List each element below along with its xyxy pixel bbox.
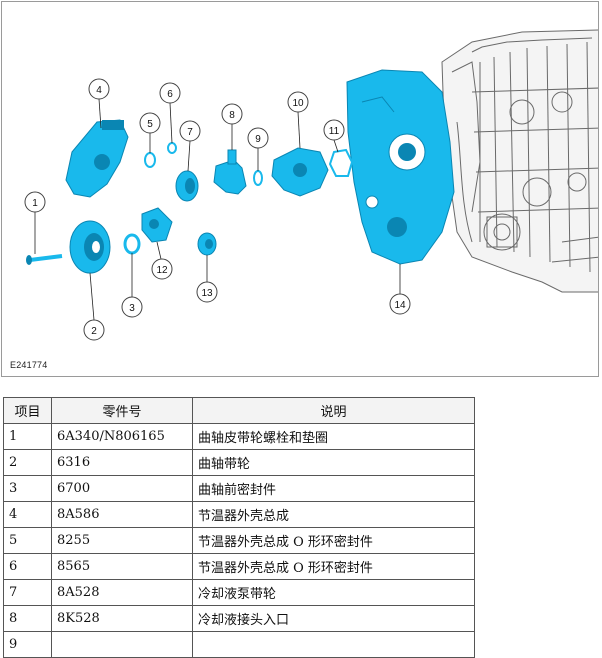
exploded-diagram: 1 2 3 4 5 6 7 8 9 10 11 12 13 14 E241774: [1, 1, 599, 377]
callout-4: 4: [88, 78, 110, 100]
o-ring-9-part: [253, 170, 263, 186]
cell-description: 冷却液泵带轮: [192, 579, 475, 606]
svg-text:6: 6: [167, 89, 173, 100]
callout-7: 7: [179, 120, 201, 142]
cell-item: 4: [3, 501, 52, 528]
svg-text:8: 8: [229, 110, 235, 121]
callout-8: 8: [221, 103, 243, 125]
diagram-artwork: 1 2 3 4 5 6 7 8 9 10 11 12 13 14: [24, 29, 598, 341]
cell-part-number: 8565: [51, 553, 193, 580]
callout-11: 11: [323, 119, 345, 141]
svg-text:2: 2: [91, 326, 97, 337]
svg-text:7: 7: [187, 127, 193, 138]
svg-text:12: 12: [156, 265, 168, 276]
cell-item: 2: [3, 449, 52, 476]
callouts: 1 2 3 4 5 6 7 8 9 10 11 12 13 14: [24, 78, 411, 341]
header-description: 说明: [192, 397, 475, 424]
svg-text:4: 4: [96, 85, 102, 96]
water-pump-part: [271, 147, 329, 197]
figure-id-label: E241774: [10, 360, 48, 370]
cell-item: 1: [3, 423, 52, 450]
svg-text:5: 5: [147, 119, 153, 130]
cell-part-number: 6700: [51, 475, 193, 502]
svg-text:14: 14: [394, 300, 406, 311]
cell-item: 8: [3, 605, 52, 632]
cell-part-number: 8255: [51, 527, 193, 554]
cell-description: 冷却液接头入口: [192, 605, 475, 632]
svg-text:10: 10: [292, 98, 304, 109]
crankshaft-pulley-part: [69, 220, 111, 274]
o-ring-6-part: [167, 142, 177, 154]
tensioner-part: [141, 207, 173, 243]
callout-1: 1: [24, 191, 46, 213]
cell-part-number: 6316: [51, 449, 193, 476]
cell-item: 9: [3, 631, 52, 658]
callout-6: 6: [159, 82, 181, 104]
callout-10: 10: [287, 91, 309, 113]
table-header-row: 项目 零件号 说明: [3, 397, 475, 424]
cell-description: [192, 631, 475, 658]
svg-text:11: 11: [329, 126, 340, 137]
table-row: 9: [3, 631, 475, 658]
cell-description: 节温器外壳总成 O 形环密封件: [192, 527, 475, 554]
cell-part-number: [51, 631, 193, 658]
crank-bolt-part: [26, 254, 63, 265]
coolant-inlet-part: [213, 149, 247, 195]
thermostat-housing-part: [65, 119, 129, 198]
callout-5: 5: [139, 112, 161, 134]
front-cover-part: [346, 69, 455, 265]
engine-block: [441, 29, 598, 293]
leader-lines: [34, 98, 401, 321]
cell-item: 6: [3, 553, 52, 580]
cell-part-number: 8K528: [51, 605, 193, 632]
header-item: 项目: [3, 397, 52, 424]
idler-pulley-part: [197, 232, 217, 256]
water-pump-pulley-part: [175, 170, 199, 202]
cell-item: 5: [3, 527, 52, 554]
svg-text:1: 1: [32, 198, 38, 209]
cell-description: 节温器外壳总成: [192, 501, 475, 528]
svg-text:13: 13: [201, 288, 213, 299]
cell-item: 3: [3, 475, 52, 502]
callout-2: 2: [83, 319, 105, 341]
front-seal-part: [123, 233, 141, 255]
svg-text:3: 3: [129, 303, 135, 314]
cell-description: 曲轴前密封件: [192, 475, 475, 502]
svg-text:9: 9: [255, 134, 261, 145]
callout-3: 3: [121, 296, 143, 318]
callout-9: 9: [247, 127, 269, 149]
cell-part-number: 8A528: [51, 579, 193, 606]
callout-14: 14: [389, 293, 411, 315]
cell-description: 曲轴皮带轮螺栓和垫圈: [192, 423, 475, 450]
callout-13: 13: [196, 281, 218, 303]
cell-part-number: 6A340/N806165: [51, 423, 193, 450]
cell-description: 节温器外壳总成 O 形环密封件: [192, 553, 475, 580]
cell-item: 7: [3, 579, 52, 606]
o-ring-5-part: [144, 152, 156, 168]
callout-12: 12: [151, 258, 173, 280]
cell-description: 曲轴带轮: [192, 449, 475, 476]
pump-gasket-part: [328, 148, 354, 177]
cell-part-number: 8A586: [51, 501, 193, 528]
header-part-number: 零件号: [51, 397, 193, 424]
